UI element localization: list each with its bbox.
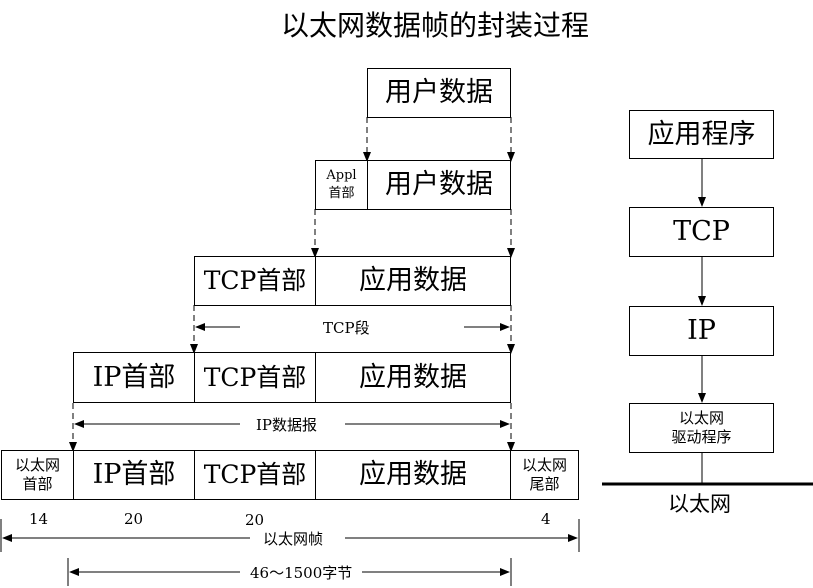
size-tcp-header: 20: [245, 511, 265, 529]
payload-label: 46～1500字节: [245, 562, 358, 583]
row2-appl-header: Appl 首部: [315, 160, 368, 210]
row3-tcp-header: TCP首部: [194, 256, 316, 306]
row5-tcp-header: TCP首部: [194, 450, 316, 500]
dashed-guides: [69, 117, 515, 452]
dimension-arrows: [2, 323, 578, 576]
dimension-ticks: [0, 519, 580, 586]
diagram-title: 以太网数据帧的封装过程: [280, 9, 589, 42]
row5-eth-trailer: 以太网 尾部: [510, 450, 579, 500]
row5-eth-header: 以太网 首部: [1, 450, 74, 500]
size-ip-header: 20: [124, 510, 144, 528]
row2-user-data: 用户数据: [367, 160, 511, 210]
size-eth-header: 14: [29, 510, 49, 528]
size-eth-trailer: 4: [541, 510, 551, 528]
row4-app-data: 应用数据: [315, 352, 511, 403]
frame-label: 以太网帧: [258, 528, 329, 549]
stack-ip: IP: [629, 306, 774, 356]
row5-ip-header: IP首部: [73, 450, 195, 500]
row4-tcp-header: TCP首部: [194, 352, 316, 403]
tcp-segment-label: TCP段: [318, 317, 375, 338]
row3-app-data: 应用数据: [315, 256, 511, 306]
row5-app-data: 应用数据: [315, 450, 511, 500]
stack-application: 应用程序: [629, 110, 774, 159]
row1-user-data: 用户数据: [367, 68, 511, 118]
ip-datagram-label: IP数据报: [251, 414, 323, 435]
stack-driver: 以太网 驱动程序: [629, 403, 774, 453]
ethernet-label: 以太网: [668, 492, 731, 516]
stack-tcp: TCP: [629, 207, 774, 257]
row4-ip-header: IP首部: [73, 352, 195, 403]
